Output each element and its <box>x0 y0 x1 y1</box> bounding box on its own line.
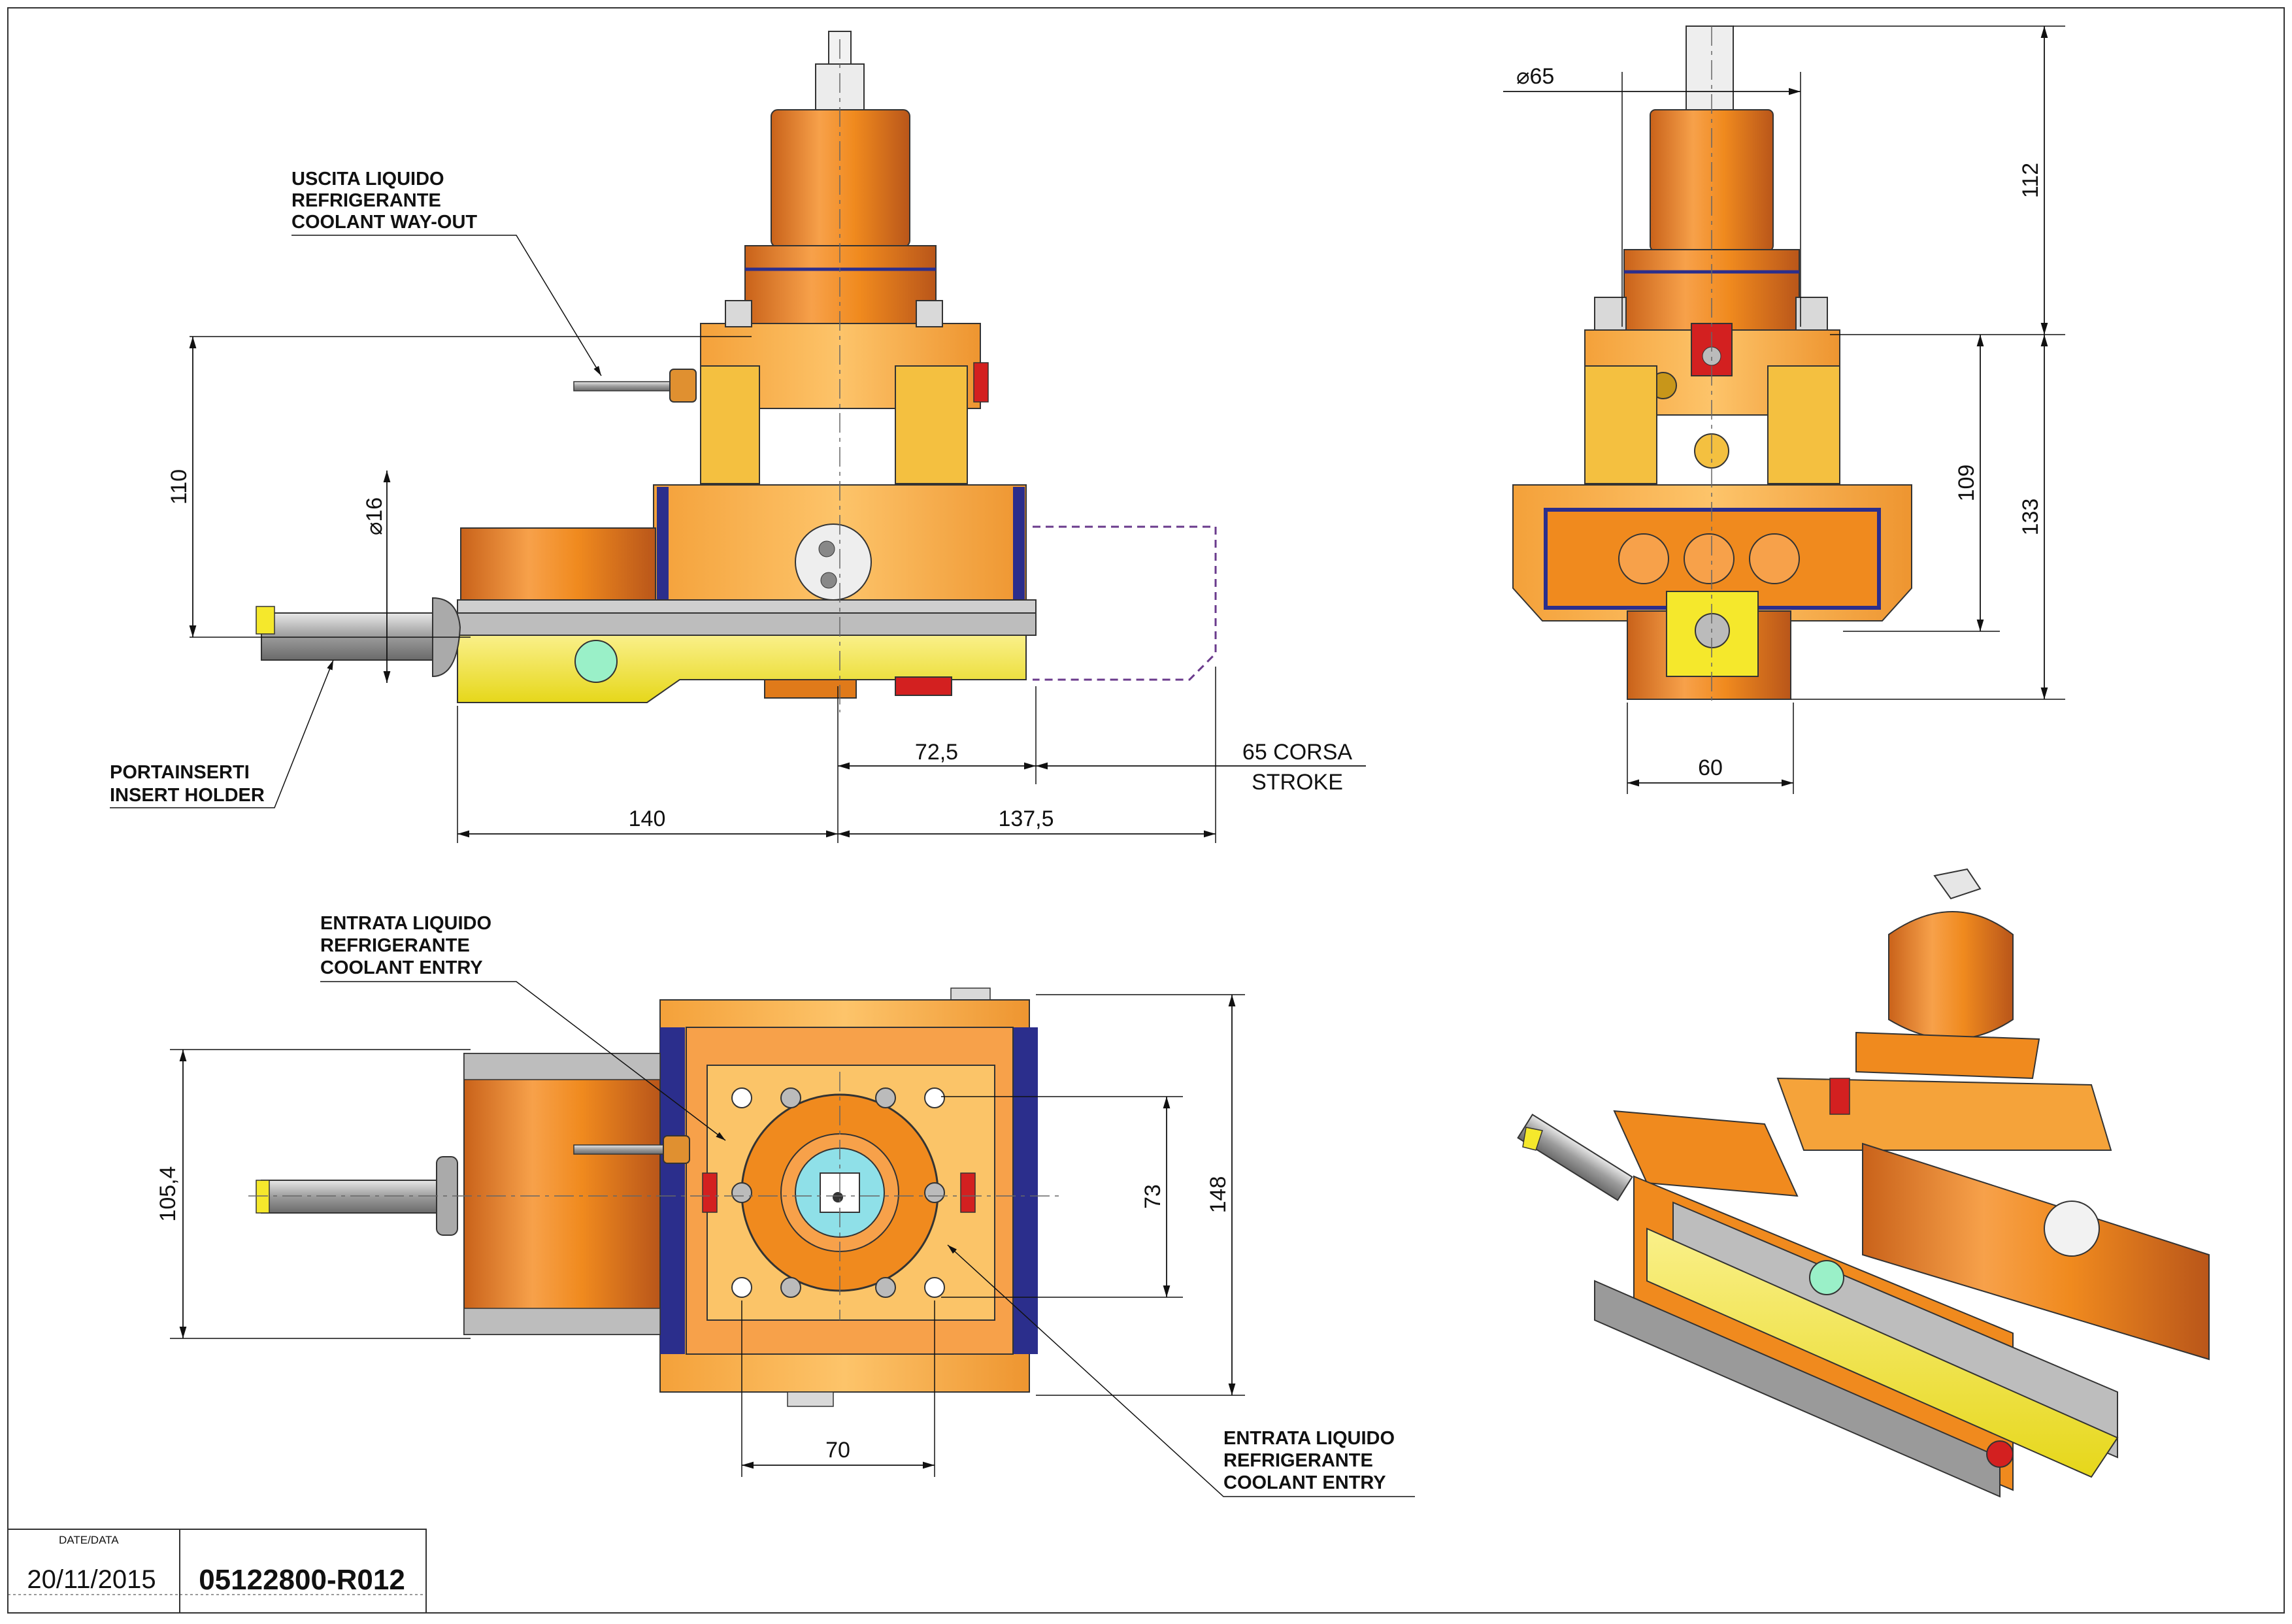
side-view <box>1512 25 1912 706</box>
dim-diameter-65: ⌀65 <box>1516 64 1554 89</box>
note-coolant-entry-top-2: REFRIGERANTE <box>320 935 470 956</box>
dim-133: 133 <box>2018 499 2043 536</box>
drawing-date: 20/11/2015 <box>27 1565 156 1594</box>
title-block: DATE/DATA 20/11/2015 05122800-R012 <box>7 1529 427 1614</box>
sheet-border <box>7 7 2285 1614</box>
top-view <box>248 987 1059 1407</box>
dim-73: 73 <box>1140 1184 1165 1209</box>
dim-110: 110 <box>167 469 191 505</box>
isometric-view <box>1517 868 2210 1498</box>
note-insert-holder-2: INSERT HOLDER <box>110 785 265 806</box>
dim-105-4: 105,4 <box>156 1166 180 1221</box>
dim-stroke-label: 65 CORSA <box>1242 740 1352 765</box>
dim-140: 140 <box>629 806 666 831</box>
dim-70: 70 <box>825 1438 850 1463</box>
note-coolant-out-3: COOLANT WAY-OUT <box>291 212 477 233</box>
drawing-code: 05122800-R012 <box>199 1564 405 1596</box>
date-label: DATE/DATA <box>59 1534 119 1546</box>
top-view-notes: ENTRATA LIQUIDO REFRIGERANTE COOLANT ENT… <box>320 913 1415 1497</box>
note-coolant-entry-bottom-2: REFRIGERANTE <box>1223 1450 1373 1471</box>
note-coolant-entry-bottom-1: ENTRATA LIQUIDO <box>1223 1428 1395 1449</box>
dim-60: 60 <box>1698 755 1723 780</box>
note-coolant-entry-bottom-3: COOLANT ENTRY <box>1223 1472 1386 1493</box>
front-view <box>256 31 1217 712</box>
note-coolant-out-2: REFRIGERANTE <box>291 190 441 211</box>
note-coolant-out-1: USCITA LIQUIDO <box>291 169 444 190</box>
note-coolant-entry-top-3: COOLANT ENTRY <box>320 957 483 978</box>
dim-148: 148 <box>1206 1176 1231 1214</box>
note-coolant-entry-top-1: ENTRATA LIQUIDO <box>320 913 491 934</box>
note-insert-holder-1: PORTAINSERTI <box>110 762 250 783</box>
side-view-dimensions: ⌀65 112 109 133 60 <box>1503 25 2065 794</box>
dim-diameter-16: ⌀16 <box>362 497 387 535</box>
dim-109: 109 <box>1954 465 1979 502</box>
dim-112: 112 <box>2018 163 2043 198</box>
dim-stroke-label-en: STROKE <box>1252 770 1343 795</box>
dim-137-5: 137,5 <box>998 806 1054 831</box>
front-view-dimensions: 110 ⌀16 72,5 65 CORSA STROKE 140 137,5 <box>167 336 1366 843</box>
dim-72-5: 72,5 <box>915 740 958 765</box>
top-view-dimensions: 105,4 73 148 70 <box>156 994 1245 1477</box>
front-view-notes: USCITA LIQUIDO REFRIGERANTE COOLANT WAY-… <box>110 169 602 808</box>
